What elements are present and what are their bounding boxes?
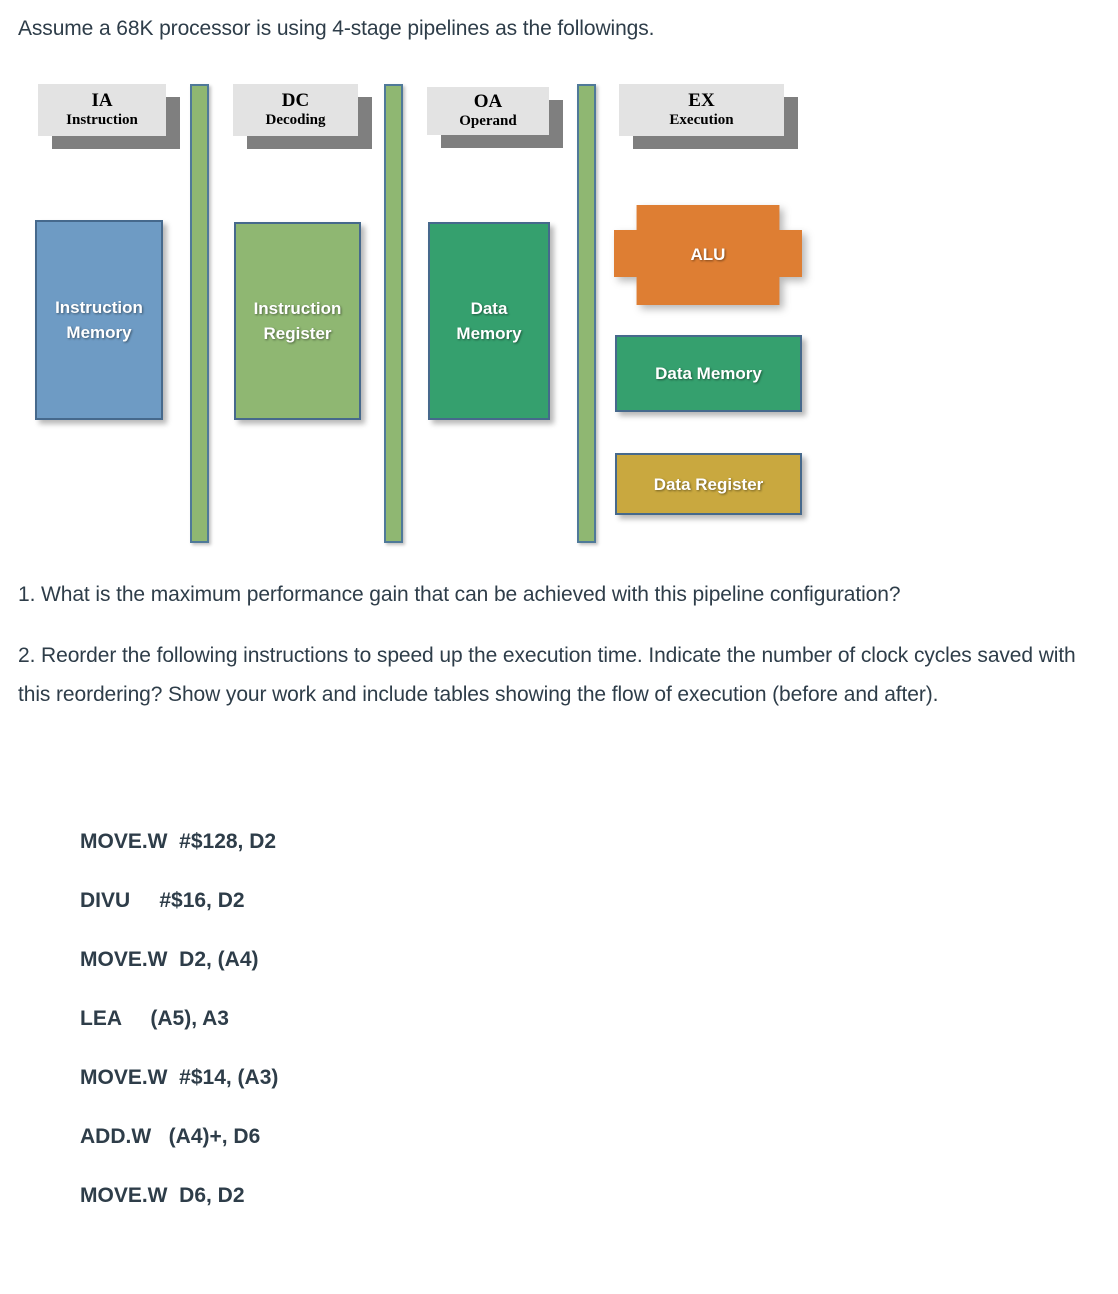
pipeline-separator-bar-1 xyxy=(190,84,209,543)
unit-instruction-memory-line1: Instruction xyxy=(55,298,143,317)
unit-data-memory-ex-label: Data Memory xyxy=(655,364,762,383)
unit-instruction-memory: Instruction Memory xyxy=(35,220,163,420)
instruction-line-6: ADD.W (A4)+, D6 xyxy=(80,1125,261,1148)
pipeline-separator-bar-3 xyxy=(577,84,596,543)
instruction-listing: MOVE.W #$128, D2 DIVU #$16, D2 MOVE.W D2… xyxy=(80,812,780,1225)
question-1: 1. What is the maximum performance gain … xyxy=(18,583,901,606)
unit-data-memory-ex: Data Memory xyxy=(615,335,802,412)
stage-header-dc-sub: Decoding xyxy=(265,111,326,128)
instruction-line-5: MOVE.W #$14, (A3) xyxy=(80,1066,279,1089)
unit-alu: ALU xyxy=(614,205,802,305)
question-2: 2. Reorder the following instructions to… xyxy=(18,644,1076,706)
question-block: 1. What is the maximum performance gain … xyxy=(18,575,1093,736)
stage-header-oa-sub: Operand xyxy=(459,112,517,129)
stage-header-ia-plate: IA Instruction xyxy=(38,84,166,136)
unit-instruction-register-line2: Register xyxy=(263,324,332,343)
intro-text: Assume a 68K processor is using 4-stage … xyxy=(18,17,655,40)
stage-header-ex: EX Execution xyxy=(619,84,798,149)
stage-header-oa-plate: OA Operand xyxy=(427,87,549,135)
stage-header-ex-plate: EX Execution xyxy=(619,84,784,136)
stage-header-ex-abbr: EX xyxy=(688,89,715,111)
stage-header-dc-abbr: DC xyxy=(281,89,310,111)
unit-data-register-label: Data Register xyxy=(653,474,764,494)
unit-instruction-register-label: Instruction Register xyxy=(254,296,342,346)
pipeline-separator-bar-2 xyxy=(384,84,403,543)
instruction-line-2: DIVU #$16, D2 xyxy=(80,889,245,912)
stage-header-dc: DC Decoding xyxy=(233,84,372,149)
unit-instruction-memory-label: Instruction Memory xyxy=(55,295,143,345)
unit-alu-shape xyxy=(614,205,802,305)
unit-data-memory-oa-line1: Data xyxy=(470,299,508,318)
stage-header-oa: OA Operand xyxy=(427,87,563,148)
stage-header-dc-plate: DC Decoding xyxy=(233,84,358,136)
stage-header-ia-sub: Instruction xyxy=(66,111,138,128)
stage-header-ia-abbr: IA xyxy=(91,89,113,111)
unit-data-register: Data Register xyxy=(615,453,802,515)
instruction-line-4: LEA (A5), A3 xyxy=(80,1007,229,1030)
instruction-line-7: MOVE.W D6, D2 xyxy=(80,1184,245,1207)
instruction-line-3: MOVE.W D2, (A4) xyxy=(80,948,259,971)
instruction-line-1: MOVE.W #$128, D2 xyxy=(80,830,277,853)
unit-data-memory-oa-line2: Memory xyxy=(456,324,522,343)
unit-instruction-register-line1: Instruction xyxy=(253,299,342,318)
unit-instruction-memory-line2: Memory xyxy=(66,323,132,342)
unit-data-memory-oa-label: Data Memory xyxy=(456,296,521,346)
stage-header-oa-abbr: OA xyxy=(473,90,503,112)
stage-header-ex-sub: Execution xyxy=(669,111,734,128)
unit-data-memory-oa: Data Memory xyxy=(428,222,550,420)
stage-header-ia: IA Instruction xyxy=(38,84,180,149)
unit-instruction-register: Instruction Register xyxy=(234,222,361,420)
pipeline-diagram: IA Instruction DC Decoding OA Operand EX… xyxy=(0,70,1118,560)
unit-alu-label: ALU xyxy=(690,245,726,264)
